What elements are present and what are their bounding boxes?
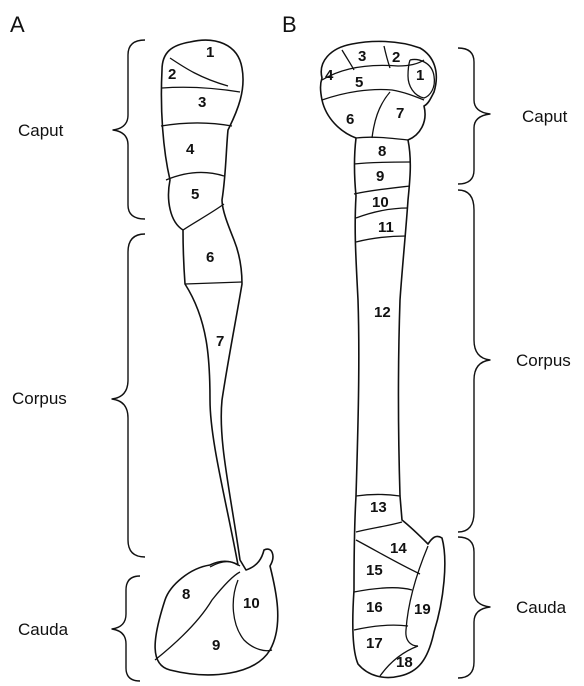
panel-a-cauda-brace [112,576,140,681]
panel-b-caput-label: Caput [522,107,568,126]
panel-b-segment-3: 3 [358,48,366,65]
panel-b-cauda-brace [458,537,490,678]
panel-b-corpus-brace [458,190,490,532]
panel-a-caput-label: Caput [18,121,64,140]
panel-a-segment-2: 2 [168,66,176,83]
panel-b-letter: B [282,12,297,37]
panel-b-segment-11: 11 [378,219,394,236]
panel-a-organ-outline [155,40,278,675]
panel-b-segment-2: 2 [392,49,400,66]
panel-b: B Caput Corpus Cauda 1 2 3 4 5 [282,12,571,678]
panel-b-segment-10: 10 [372,194,389,211]
panel-b-segment-1: 1 [416,67,424,84]
panel-b-corpus-label: Corpus [516,351,571,370]
panel-b-segment-16: 16 [366,599,383,616]
panel-b-segment-15: 15 [366,562,383,579]
panel-b-segment-4: 4 [325,67,334,84]
panel-b-segment-19: 19 [414,601,431,618]
panel-a-segment-10: 10 [243,595,260,612]
panel-b-segment-7: 7 [396,105,404,122]
panel-a: A Caput Corpus Cauda 1 2 3 4 5 6 7 8 9 1… [10,12,278,681]
panel-b-segment-14: 14 [390,540,407,557]
panel-b-cauda-label: Cauda [516,598,567,617]
panel-b-segment-12: 12 [374,304,391,321]
panel-a-corpus-label: Corpus [12,389,67,408]
panel-b-segment-13: 13 [370,499,387,516]
panel-b-segment-17: 17 [366,635,383,652]
panel-a-letter: A [10,12,25,37]
panel-a-segment-5: 5 [191,186,199,203]
panel-b-segment-18: 18 [396,654,413,671]
panel-a-cauda-label: Cauda [18,620,69,639]
panel-b-organ-outline [321,41,445,677]
panel-b-segment-5: 5 [355,74,363,91]
panel-a-segment-7: 7 [216,333,224,350]
panel-a-segment-1: 1 [206,44,214,61]
panel-b-segment-6: 6 [346,111,354,128]
panel-a-segment-9: 9 [212,637,220,654]
panel-a-corpus-brace [112,234,145,557]
panel-a-segment-4: 4 [186,141,195,158]
panel-b-segment-8: 8 [378,143,386,160]
panel-b-caput-brace [458,48,490,184]
panel-a-segment-6: 6 [206,249,214,266]
panel-a-segment-3: 3 [198,94,206,111]
panel-a-segment-8: 8 [182,586,190,603]
panel-a-caput-brace [113,40,145,219]
panel-b-segment-9: 9 [376,168,384,185]
